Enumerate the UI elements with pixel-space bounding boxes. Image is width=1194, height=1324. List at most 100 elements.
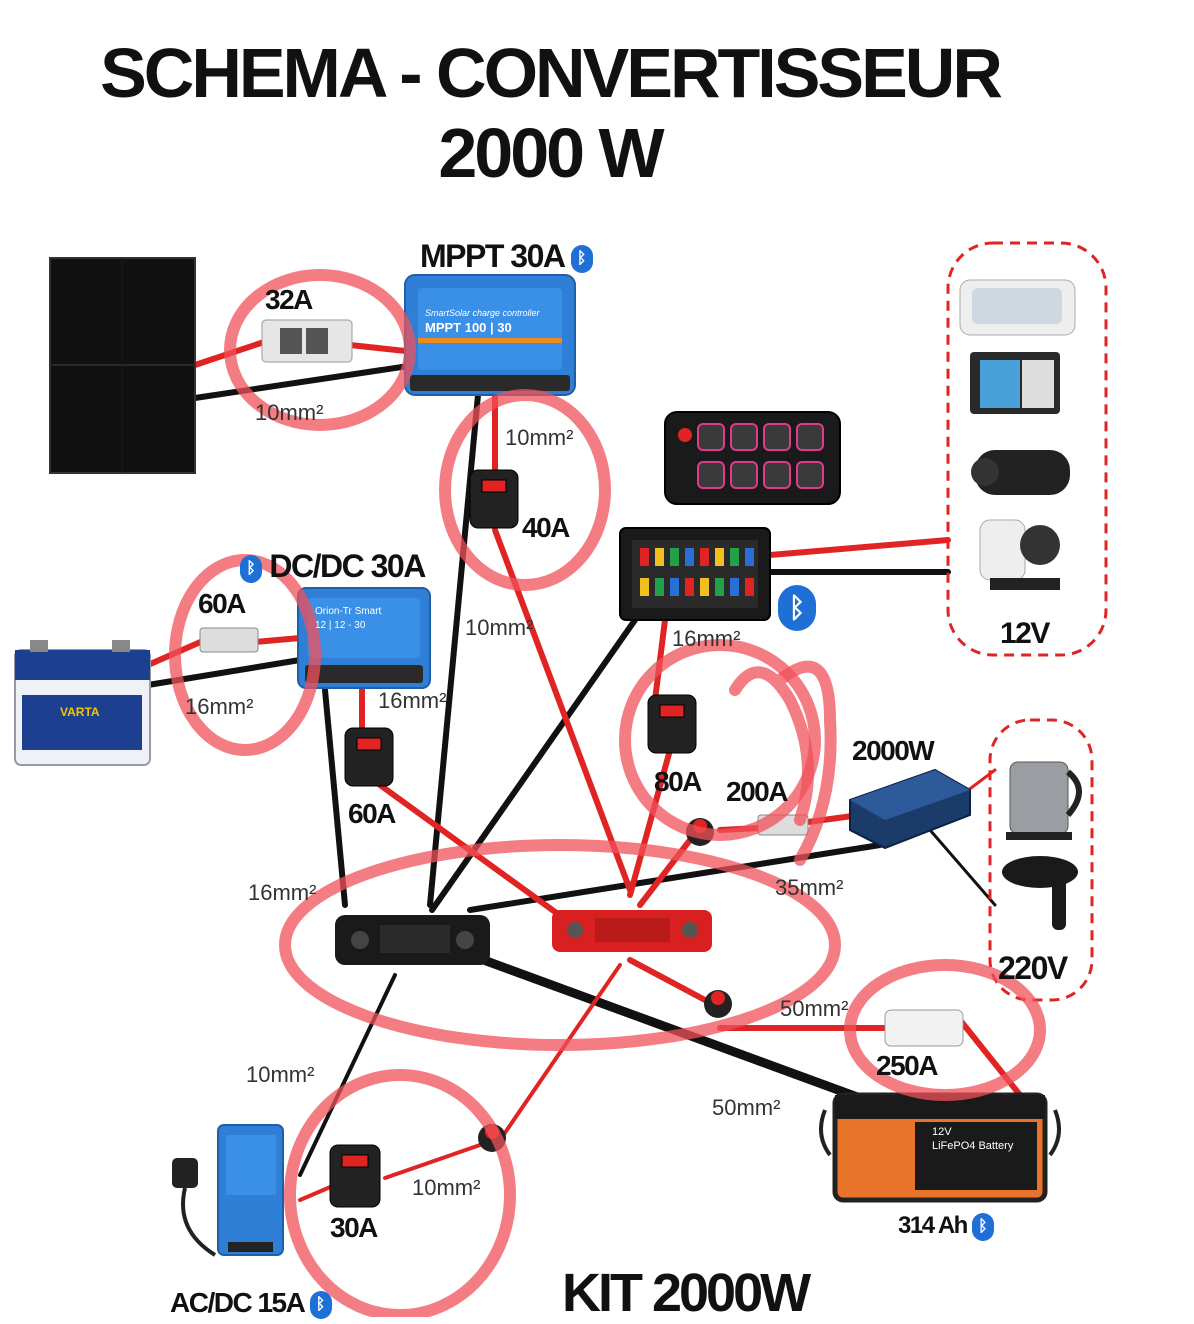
circuit-breakers bbox=[329, 469, 697, 1208]
annotation-circle-80a bbox=[619, 639, 821, 841]
water-pump-icon bbox=[979, 519, 1060, 590]
label-dcdc: ᛒ DC/DC 30A bbox=[240, 548, 426, 585]
label-mppt: MPPT 30A ᛒ bbox=[420, 238, 593, 275]
fuse-label-60a-2: 60A bbox=[348, 798, 396, 829]
bluetooth-icon: ᛒ bbox=[971, 1212, 994, 1241]
label-mppt-text: MPPT 30A bbox=[420, 238, 565, 274]
diesel-heater-icon bbox=[971, 450, 1070, 495]
wire-30a-acdc bbox=[298, 1183, 337, 1202]
battery-text-line1: 12V bbox=[932, 1126, 952, 1138]
diagram-title-line1: SCHEMA - CONVERTISSEUR bbox=[100, 34, 1003, 112]
panel-button bbox=[796, 423, 824, 451]
mppt-model-line1: SmartSolar charge controller bbox=[425, 308, 540, 318]
wire-60a-dcdc bbox=[252, 635, 303, 645]
starter-battery bbox=[14, 640, 151, 766]
bluetooth-icon: ᛒ bbox=[778, 585, 816, 631]
diagram-title-line2: 2000 W bbox=[438, 114, 664, 192]
switch-panel-buttons bbox=[697, 423, 824, 489]
starter-battery-brand: VARTA bbox=[60, 705, 100, 719]
blade-fuse bbox=[745, 548, 754, 566]
wire-acdc-negative bbox=[298, 973, 397, 1177]
blade-fuse bbox=[640, 578, 649, 596]
negative-busbar bbox=[335, 915, 490, 965]
wire-busbar-switch2 bbox=[627, 957, 708, 1003]
blade-fuse bbox=[655, 578, 664, 596]
fuse-holder-250a bbox=[884, 1009, 964, 1047]
blade-fuse bbox=[640, 548, 649, 566]
wire-label-solar: 10mm² bbox=[255, 400, 324, 425]
negative-wires bbox=[145, 362, 997, 1177]
blade-fuse bbox=[730, 548, 739, 566]
breaker-60a bbox=[344, 727, 394, 787]
battery-text-line2: LiFePO4 Battery bbox=[932, 1140, 1014, 1152]
wire-60b-busbar bbox=[377, 782, 583, 933]
roof-vent-icon bbox=[959, 279, 1076, 336]
kit-title: KIT 2000W bbox=[562, 1263, 811, 1323]
wire-label-battery-neg: 50mm² bbox=[712, 1095, 781, 1120]
fuse-label-60a: 60A bbox=[198, 588, 246, 619]
breaker-30a bbox=[329, 1144, 381, 1208]
blade-fuse bbox=[715, 548, 724, 566]
wire-label-acdc: 10mm² bbox=[246, 1062, 315, 1087]
label-12v: 12V bbox=[1000, 617, 1050, 650]
annotation-circle-40a bbox=[439, 389, 611, 591]
wire-battery-negative bbox=[465, 950, 865, 1103]
bluetooth-icon: ᛒ bbox=[309, 1290, 332, 1319]
label-battery: 314 Ah ᛒ bbox=[898, 1212, 994, 1241]
wire-label-mid: 10mm² bbox=[465, 615, 534, 640]
dcdc-converter bbox=[297, 587, 431, 689]
group-12v-frame bbox=[946, 241, 1108, 657]
bluetooth-icon: ᛒ bbox=[240, 554, 262, 583]
wire-switch3-30a bbox=[383, 1143, 482, 1180]
solar-panel bbox=[49, 257, 196, 474]
dcdc-model-line1: Orion-Tr Smart bbox=[315, 606, 382, 617]
blade-fuse bbox=[700, 578, 709, 596]
hair-dryer-icon bbox=[1002, 856, 1078, 930]
mppt-controller bbox=[404, 274, 576, 396]
panel-button bbox=[730, 423, 758, 451]
fuse-box bbox=[619, 527, 771, 621]
blade-fuse bbox=[685, 578, 694, 596]
blade-fuse bbox=[670, 548, 679, 566]
switch-battery bbox=[704, 990, 732, 1018]
annotation-circle-32a bbox=[224, 269, 416, 431]
label-acdc-text: AC/DC 15A bbox=[170, 1287, 305, 1318]
wire-220v-negative bbox=[928, 828, 997, 907]
blade-fuse bbox=[670, 578, 679, 596]
panel-button bbox=[730, 461, 758, 489]
wire-label-dcdc-out: 16mm² bbox=[378, 688, 447, 713]
annotation-circle-60a bbox=[169, 554, 321, 756]
blade-fuse bbox=[715, 578, 724, 596]
lifepo4-battery bbox=[819, 1092, 1061, 1203]
panel-button bbox=[796, 461, 824, 489]
panel-button bbox=[697, 423, 725, 451]
acdc-charger bbox=[217, 1124, 284, 1256]
label-dcdc-text: DC/DC 30A bbox=[269, 548, 426, 584]
annotation-circle-250a bbox=[844, 959, 1046, 1101]
fuse-box-fuses bbox=[640, 548, 754, 596]
blade-fuse bbox=[745, 578, 754, 596]
bluetooth-icon: ᛒ bbox=[570, 244, 593, 273]
label-220v: 220V bbox=[998, 950, 1068, 986]
fuse-label-80a: 80A bbox=[654, 766, 702, 797]
blade-fuse bbox=[685, 548, 694, 566]
wire-label-acdc-fuse: 10mm² bbox=[412, 1175, 481, 1200]
panel-button bbox=[697, 461, 725, 489]
blade-fuse bbox=[730, 578, 739, 596]
blade-fuse bbox=[655, 548, 664, 566]
label-acdc: AC/DC 15A ᛒ bbox=[170, 1287, 332, 1319]
dcdc-model-line2: 12 | 12 - 30 bbox=[315, 620, 366, 631]
wire-label-inverter: 35mm² bbox=[775, 875, 844, 900]
fuse-label-30a: 30A bbox=[330, 1212, 378, 1243]
wire-label-fusebox: 16mm² bbox=[672, 626, 741, 651]
panel-button bbox=[763, 423, 791, 451]
panel-button bbox=[763, 461, 791, 489]
kettle-icon bbox=[1006, 761, 1082, 840]
label-battery-text: 314 Ah bbox=[898, 1212, 968, 1239]
wire-80a-busbar bbox=[627, 747, 673, 898]
wire-label-mppt-out: 10mm² bbox=[505, 425, 574, 450]
group-220v-frame bbox=[988, 718, 1094, 1002]
wire-fusebox-negative bbox=[429, 617, 638, 913]
wire-label-battery-pos: 50mm² bbox=[780, 996, 849, 1021]
